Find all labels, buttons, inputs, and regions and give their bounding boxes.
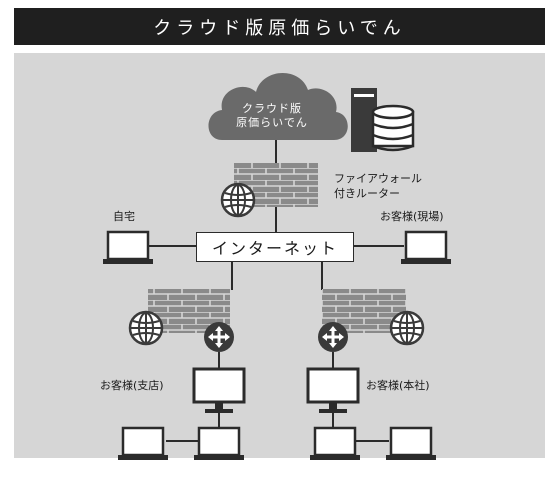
connection-lines bbox=[148, 140, 404, 442]
page-title: クラウド版原価らいでん bbox=[14, 8, 545, 45]
database-icon bbox=[371, 104, 415, 152]
monitor-icon-hq bbox=[306, 367, 360, 415]
cloud-icon bbox=[208, 72, 348, 140]
cloud-label-line1: クラウド版 bbox=[242, 102, 302, 115]
internet-box: インターネット bbox=[196, 232, 354, 262]
laptop-icon-site bbox=[399, 230, 453, 266]
globe-icon-left bbox=[128, 310, 164, 346]
site-label-customer-branch: お客様(支店) bbox=[100, 379, 164, 392]
router-icon-left bbox=[204, 322, 234, 352]
site-label-customer-site: お客様(現場) bbox=[380, 210, 444, 223]
laptop-icon-branch-2 bbox=[192, 426, 246, 462]
laptop-icon-hq-1 bbox=[308, 426, 362, 462]
monitor-icon-branch bbox=[192, 367, 246, 415]
globe-icon-top bbox=[220, 182, 256, 218]
router-label: ファイアウォール 付きルーター bbox=[334, 171, 422, 201]
laptop-icon-branch-1 bbox=[116, 426, 170, 462]
cloud-label: クラウド版 原価らいでん bbox=[222, 102, 322, 130]
site-label-home: 自宅 bbox=[113, 210, 135, 223]
laptop-icon-home bbox=[101, 230, 155, 266]
laptop-icon-hq-2 bbox=[384, 426, 438, 462]
site-label-customer-hq: お客様(本社) bbox=[366, 379, 430, 392]
router-label-line1: ファイアウォール bbox=[334, 172, 422, 185]
router-label-line2: 付きルーター bbox=[334, 187, 400, 200]
router-icon-right bbox=[318, 322, 348, 352]
cloud-label-line2: 原価らいでん bbox=[236, 116, 308, 129]
globe-icon-right bbox=[389, 310, 425, 346]
